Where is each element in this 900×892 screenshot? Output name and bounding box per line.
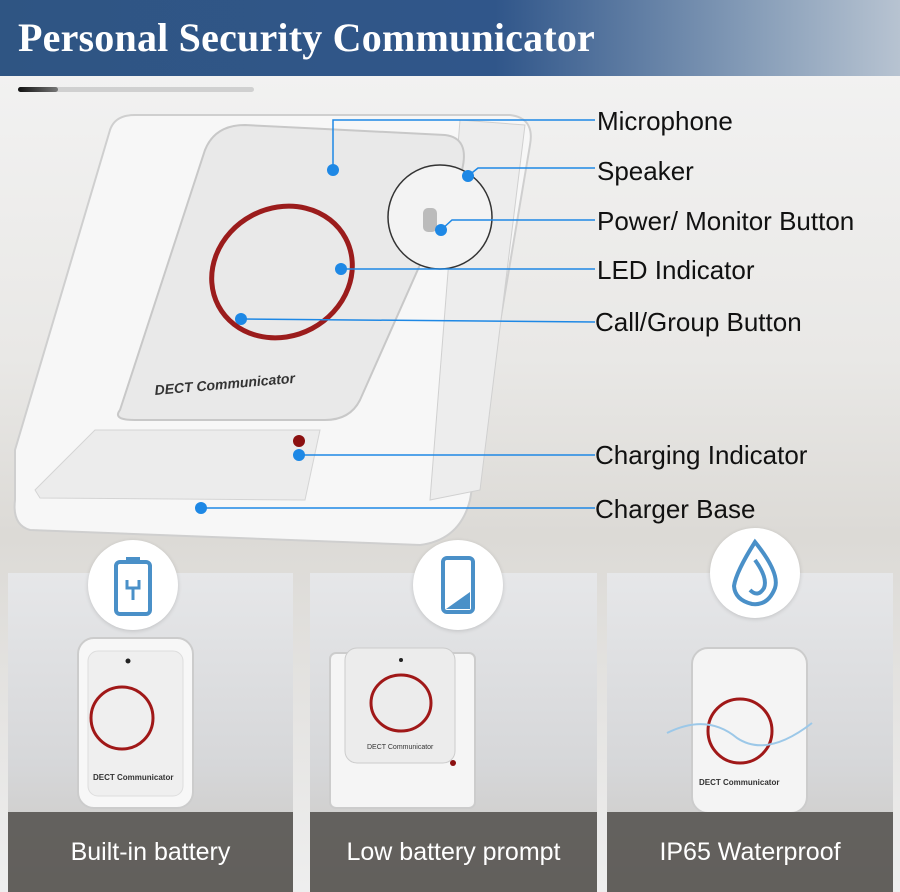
battery-plug-icon [88, 540, 178, 630]
dot-power [435, 224, 447, 236]
callout-call-button: Call/Group Button [595, 307, 802, 337]
svg-text:DECT Communicator: DECT Communicator [367, 744, 434, 751]
device-diagram: DECT Communicator [13, 114, 596, 547]
dot-charging [293, 449, 305, 461]
feature-caption: IP65 Waterproof [607, 812, 893, 892]
svg-text:DECT Communicator: DECT Communicator [699, 778, 779, 787]
dot-call [235, 313, 247, 325]
dot-led [335, 263, 347, 275]
callout-charger-base: Charger Base [595, 494, 756, 524]
dot-microphone [327, 164, 339, 176]
callout-microphone: Microphone [597, 106, 733, 136]
callout-speaker: Speaker [597, 156, 694, 186]
callout-led: LED Indicator [597, 255, 755, 285]
feature-panel-low-battery: DECT Communicator Low battery prompt [310, 573, 597, 892]
feature-panel-waterproof: DECT Communicator IP65 Waterproof [607, 573, 893, 892]
dot-base [195, 502, 207, 514]
page-title: Personal Security Communicator [18, 15, 596, 60]
water-drop-icon [710, 528, 800, 618]
low-battery-icon [413, 540, 503, 630]
header-banner: Personal Security Communicator [0, 0, 900, 76]
feature-caption: Low battery prompt [310, 812, 597, 892]
svg-text:DECT Communicator: DECT Communicator [93, 773, 173, 782]
progress-indicator [18, 87, 254, 92]
callout-charging: Charging Indicator [595, 440, 808, 470]
power-button[interactable] [423, 208, 437, 232]
charging-led [293, 435, 305, 447]
callout-power-button: Power/ Monitor Button [597, 206, 855, 236]
dot-speaker [462, 170, 474, 182]
feature-caption: Built-in battery [8, 812, 293, 892]
call-button-ring[interactable] [188, 182, 375, 363]
magnifier-circle [387, 164, 493, 270]
